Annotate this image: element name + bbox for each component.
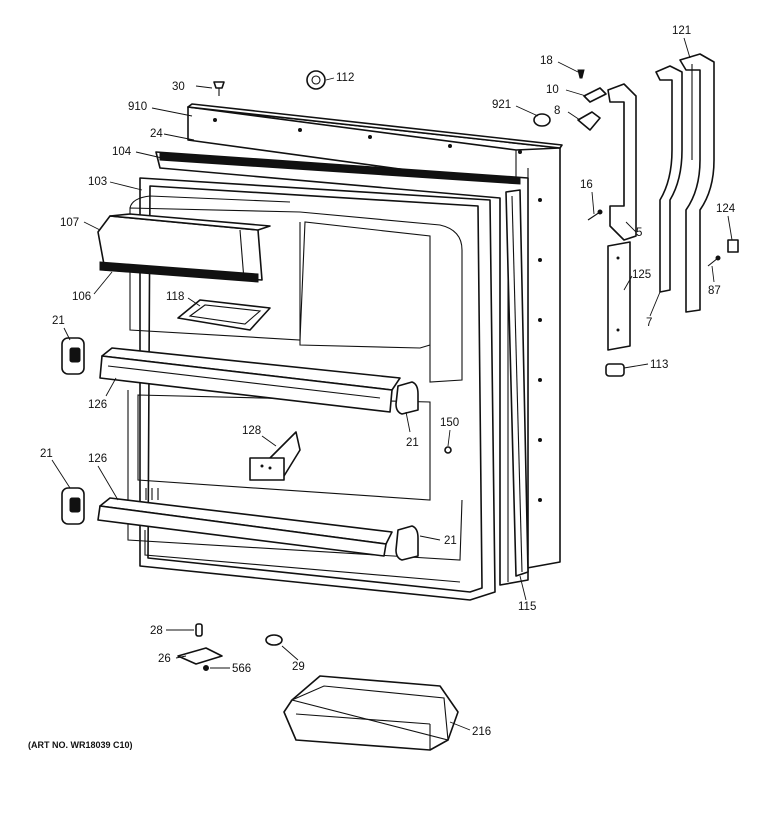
callout-26: 26 bbox=[158, 653, 171, 665]
bushing-29 bbox=[265, 634, 283, 646]
callout-113: 113 bbox=[650, 359, 668, 371]
callout-128: 128 bbox=[242, 425, 261, 437]
door-bin-216 bbox=[283, 675, 459, 751]
callout-112: 112 bbox=[336, 72, 354, 84]
plug-112 bbox=[306, 70, 326, 90]
upper-shelf-bar bbox=[99, 347, 401, 413]
hinge-plate-26 bbox=[177, 647, 223, 665]
screw-150 bbox=[444, 446, 452, 454]
callout-21-mid: 21 bbox=[406, 437, 419, 449]
art-number-caption: (ART NO. WR18039 C10) bbox=[28, 740, 133, 750]
callout-7: 7 bbox=[646, 317, 652, 329]
callout-30: 30 bbox=[172, 81, 185, 93]
callout-labels: 30 112 910 24 104 103 107 106 118 21 126… bbox=[28, 25, 736, 750]
callout-118: 118 bbox=[166, 291, 184, 303]
callout-115: 115 bbox=[518, 601, 536, 613]
callout-126-lower: 126 bbox=[88, 453, 107, 465]
clip-124 bbox=[727, 239, 739, 253]
callout-103: 103 bbox=[88, 176, 107, 188]
shelf-bracket-lower-right bbox=[395, 525, 419, 561]
leader-lines bbox=[51, 37, 733, 731]
retainer-clip bbox=[249, 431, 301, 481]
screw-30 bbox=[213, 81, 225, 96]
callout-28: 28 bbox=[150, 625, 163, 637]
screw-16 bbox=[587, 209, 603, 221]
dairy-compartment-door bbox=[97, 213, 271, 283]
door-handle-121 bbox=[679, 53, 715, 313]
spacer-28 bbox=[195, 623, 203, 637]
door-handle-bracket-5 bbox=[607, 83, 637, 241]
callout-126-upper: 126 bbox=[88, 399, 107, 411]
shelf-bracket-lower-left bbox=[61, 487, 85, 525]
callout-107: 107 bbox=[60, 217, 79, 229]
screw-566 bbox=[203, 665, 209, 671]
end-cap-113 bbox=[605, 363, 625, 377]
callout-16: 16 bbox=[580, 179, 593, 191]
handle-insert-125 bbox=[607, 241, 631, 351]
callout-125: 125 bbox=[632, 269, 651, 281]
callout-106: 106 bbox=[72, 291, 91, 303]
shelf-bracket-mid-right bbox=[395, 381, 419, 415]
callout-910: 910 bbox=[128, 101, 147, 113]
shelf-bracket-upper-left bbox=[61, 337, 85, 375]
screw-18 bbox=[577, 69, 585, 79]
callout-21-lower-right: 21 bbox=[444, 535, 457, 547]
callout-566: 566 bbox=[232, 663, 251, 675]
butter-tray bbox=[177, 299, 271, 331]
screw-87 bbox=[707, 255, 721, 267]
callout-5: 5 bbox=[636, 227, 642, 239]
callout-24: 24 bbox=[150, 128, 163, 140]
callout-121: 121 bbox=[672, 25, 691, 37]
callout-29: 29 bbox=[292, 661, 305, 673]
cap-921 bbox=[533, 113, 551, 127]
callout-10: 10 bbox=[546, 84, 559, 96]
callout-8: 8 bbox=[554, 105, 560, 117]
hinge-pin-10 bbox=[583, 87, 607, 103]
callout-150: 150 bbox=[440, 417, 459, 429]
callout-124: 124 bbox=[716, 203, 736, 215]
callout-18: 18 bbox=[540, 55, 553, 67]
lower-shelf-bar bbox=[97, 497, 393, 557]
callout-87: 87 bbox=[708, 285, 721, 297]
callout-21-lower-left: 21 bbox=[40, 448, 53, 460]
callout-921: 921 bbox=[492, 99, 511, 111]
hinge-shim-8 bbox=[577, 111, 601, 131]
callout-21-upper-left: 21 bbox=[52, 315, 65, 327]
door-seal-strip bbox=[505, 189, 529, 577]
callout-216: 216 bbox=[472, 726, 491, 738]
callout-104: 104 bbox=[112, 146, 132, 158]
handle-trim-7 bbox=[655, 65, 683, 293]
